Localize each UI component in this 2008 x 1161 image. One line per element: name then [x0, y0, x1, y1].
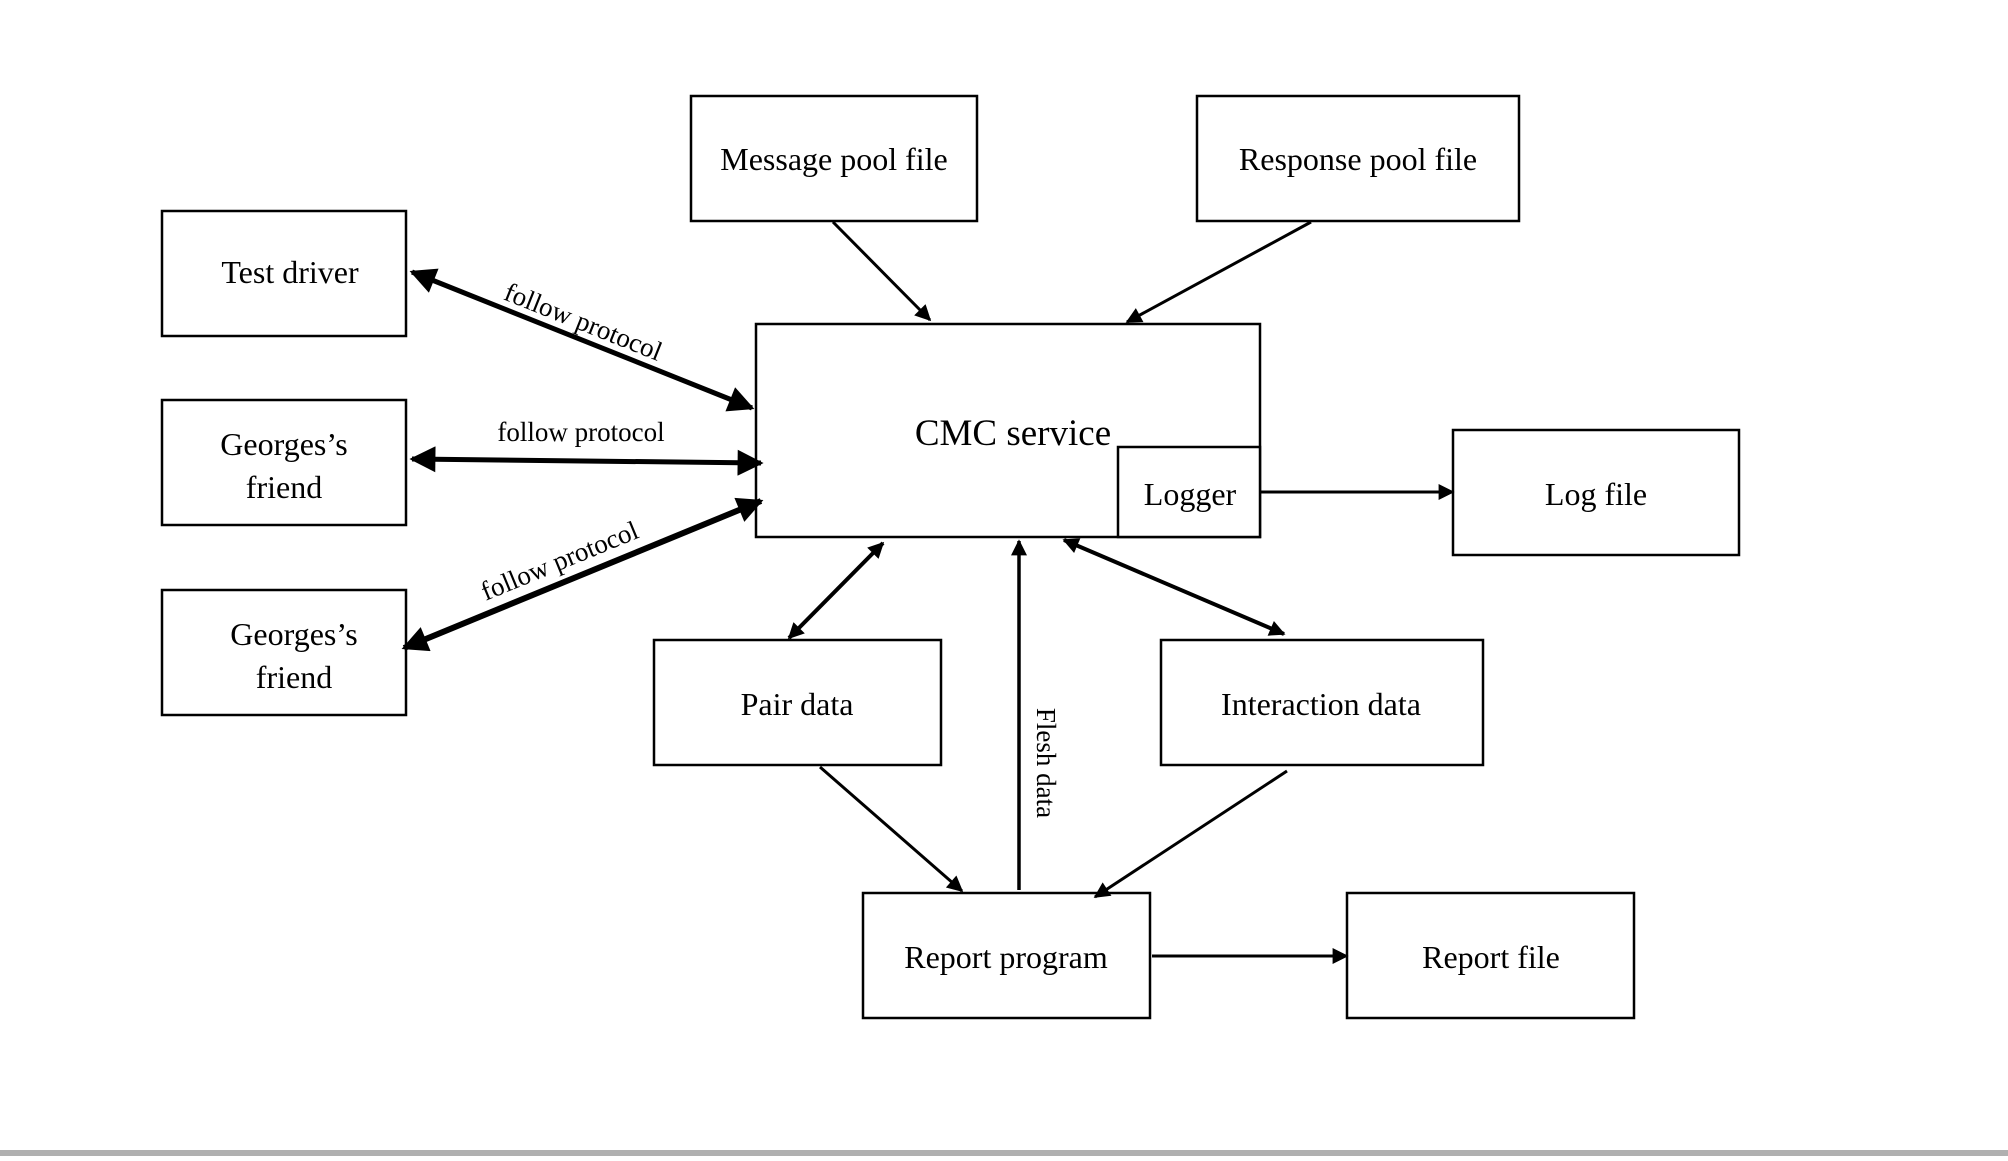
report-file-box: Report file — [1345, 891, 1636, 1020]
message-pool-file-box: Message pool file — [689, 94, 979, 223]
georges-friend-2-label-line1: Georges’s — [230, 616, 357, 652]
pair-data-box: Pair data — [652, 638, 943, 767]
log-file-label: Log file — [1545, 476, 1647, 512]
cmc-pair-data-arrow — [787, 541, 885, 640]
interaction-data-to-report-arrow — [1093, 769, 1288, 899]
georges-friend-box-1: Georges’s friend — [160, 398, 408, 527]
logger-box: Logger — [1116, 445, 1262, 539]
response-pool-to-cmc-arrow — [1125, 220, 1312, 324]
pair-data-to-report-arrow — [819, 765, 964, 893]
cmc-interaction-data-arrow — [1062, 538, 1286, 636]
report-program-label: Report program — [904, 939, 1108, 975]
friend-1-protocol-arrow — [409, 446, 764, 476]
interaction-data-label: Interaction data — [1221, 686, 1421, 722]
log-file-box: Log file — [1451, 428, 1741, 557]
georges-friend-1-label-line1: Georges’s — [220, 426, 347, 462]
friend-2-protocol-arrow — [401, 497, 764, 652]
bottom-divider — [0, 1150, 2008, 1156]
test-driver-box: Test driver — [160, 209, 408, 338]
report-program-box: Report program — [861, 891, 1152, 1020]
friend-1-protocol-label: follow protocol — [497, 417, 664, 447]
test-driver-protocol-label: follow protocol — [500, 277, 666, 367]
response-pool-file-label: Response pool file — [1239, 141, 1477, 177]
georges-friend-2-label-line2: friend — [256, 659, 332, 695]
message-pool-to-cmc-arrow — [831, 220, 932, 322]
cmc-service-label: CMC service — [915, 413, 1111, 454]
response-pool-file-box: Response pool file — [1195, 94, 1521, 223]
test-driver-label: Test driver — [221, 254, 359, 290]
report-file-label: Report file — [1422, 939, 1560, 975]
logger-label: Logger — [1144, 476, 1237, 512]
pair-data-label: Pair data — [741, 686, 854, 722]
test-driver-protocol-arrow — [409, 268, 755, 412]
georges-friend-box-2: Georges’s friend — [160, 588, 408, 717]
georges-friend-1-label-line2: friend — [246, 469, 322, 505]
flesh-data-label: Flesh data — [1031, 708, 1061, 818]
message-pool-file-label: Message pool file — [720, 141, 948, 177]
interaction-data-box: Interaction data — [1159, 638, 1485, 767]
